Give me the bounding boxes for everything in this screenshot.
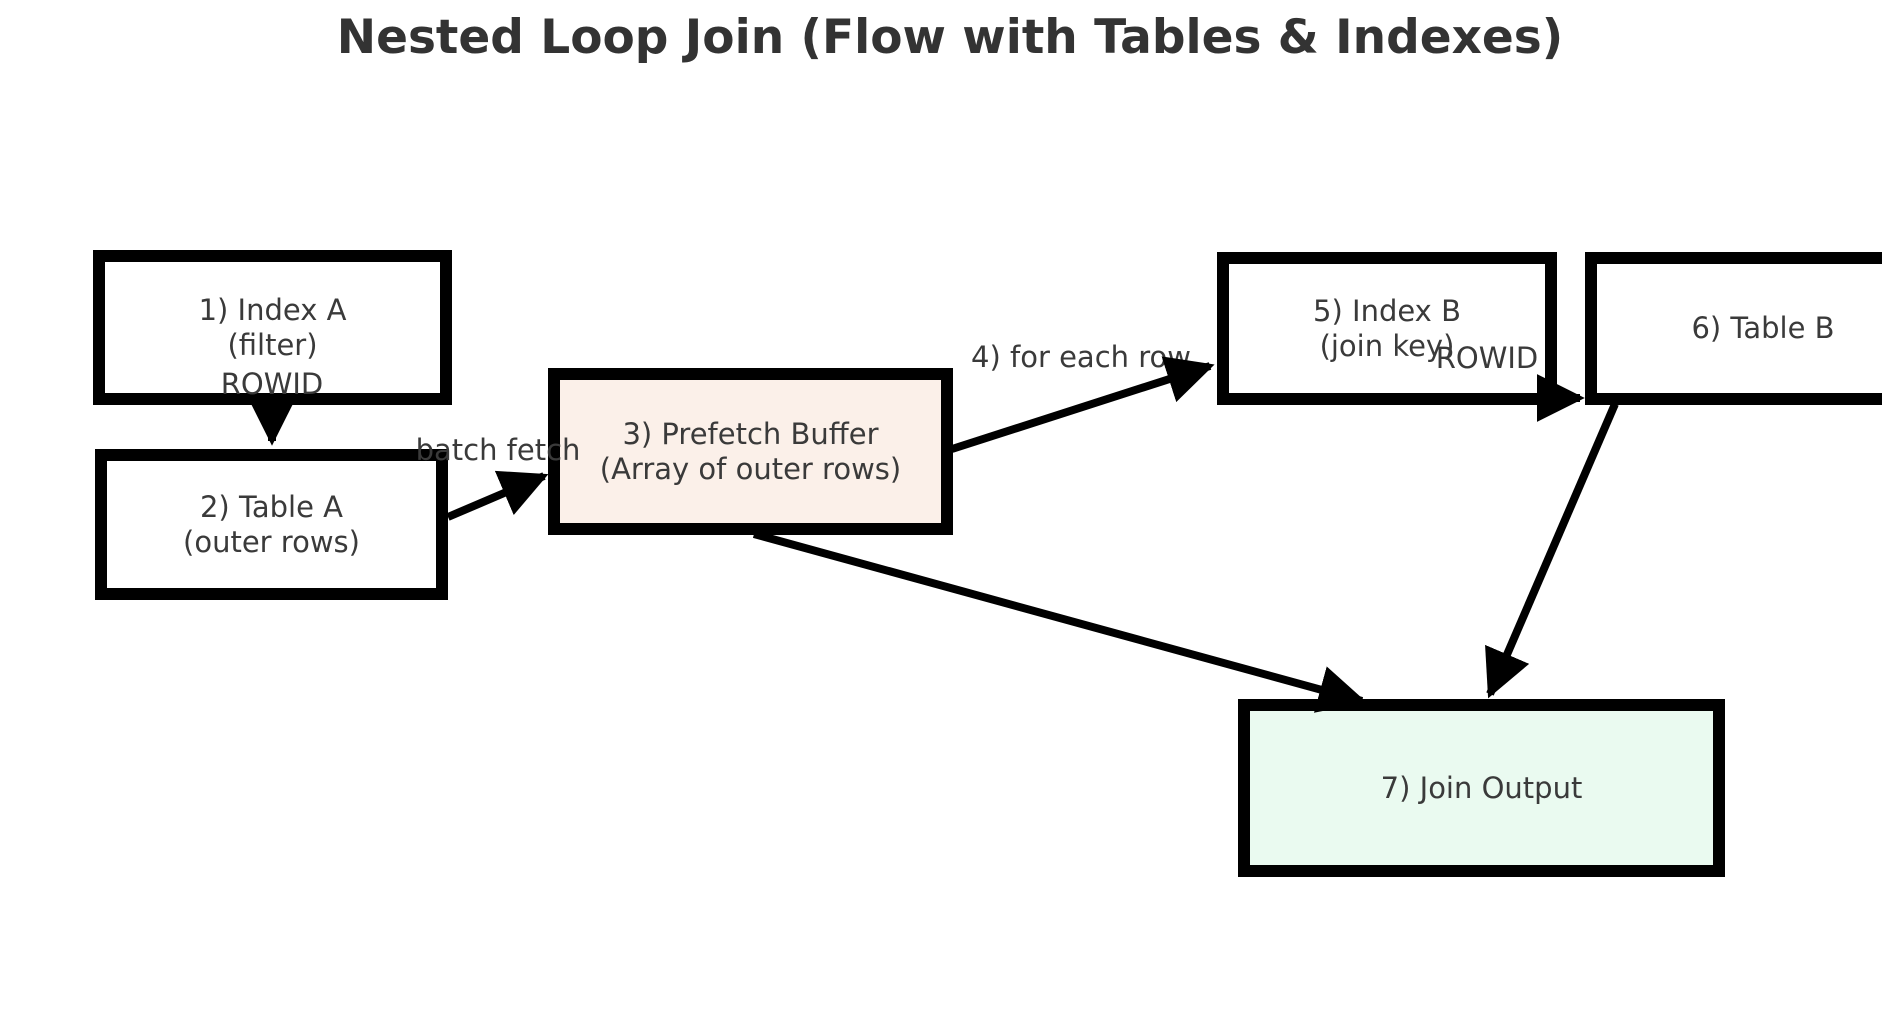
node-index-b-label: 5) Index B (join key) — [1313, 294, 1461, 364]
edge-label-for-each-row: 4) for each row — [971, 340, 1191, 374]
edge-label-rowid-b: ROWID — [1435, 341, 1539, 375]
node-table-b-label: 6) Table B — [1691, 311, 1834, 346]
node-join-output: 7) Join Output — [1238, 699, 1725, 877]
node-table-a: 2) Table A (outer rows) — [95, 449, 448, 600]
node-table-b-clip: 6) Table B — [1585, 252, 1882, 405]
node-index-b-line2: (join key) — [1319, 328, 1455, 363]
node-index-b-line1: 5) Index B — [1313, 293, 1461, 328]
edge-label-batch-fetch: batch fetch — [415, 433, 581, 467]
node-index-a: 1) Index A (filter) — [93, 250, 452, 405]
node-table-a-line1: 2) Table A — [199, 489, 344, 524]
node-table-a-line2: (outer rows) — [183, 524, 360, 559]
arrow-prefetch-to-index-b — [950, 356, 1215, 453]
node-table-a-label: 2) Table A (outer rows) — [183, 490, 360, 560]
edge-label-rowid-a: ROWID — [220, 367, 324, 401]
node-index-a-line1: 1) Index A — [198, 292, 347, 327]
node-table-b: 6) Table B — [1585, 252, 1882, 405]
arrow-table-b-to-join-output — [1485, 402, 1619, 699]
node-prefetch-buffer: 3) Prefetch Buffer (Array of outer rows) — [548, 368, 953, 535]
node-join-output-label: 7) Join Output — [1381, 771, 1583, 806]
node-prefetch-buffer-label: 3) Prefetch Buffer (Array of outer rows) — [600, 417, 901, 487]
node-prefetch-buffer-line1: 3) Prefetch Buffer — [622, 416, 879, 451]
node-index-b: 5) Index B (join key) — [1217, 252, 1557, 405]
diagram-title: Nested Loop Join (Flow with Tables & Ind… — [336, 10, 1564, 65]
node-index-a-line2: (filter) — [227, 327, 318, 362]
node-index-a-label: 1) Index A (filter) — [199, 293, 347, 363]
arrow-prefetch-to-join-output — [752, 530, 1367, 713]
node-prefetch-buffer-line2: (Array of outer rows) — [599, 451, 902, 486]
node-table-b-line1: 6) Table B — [1691, 311, 1835, 345]
arrow-table-a-to-prefetch — [446, 470, 549, 521]
node-join-output-line1: 7) Join Output — [1380, 770, 1583, 805]
